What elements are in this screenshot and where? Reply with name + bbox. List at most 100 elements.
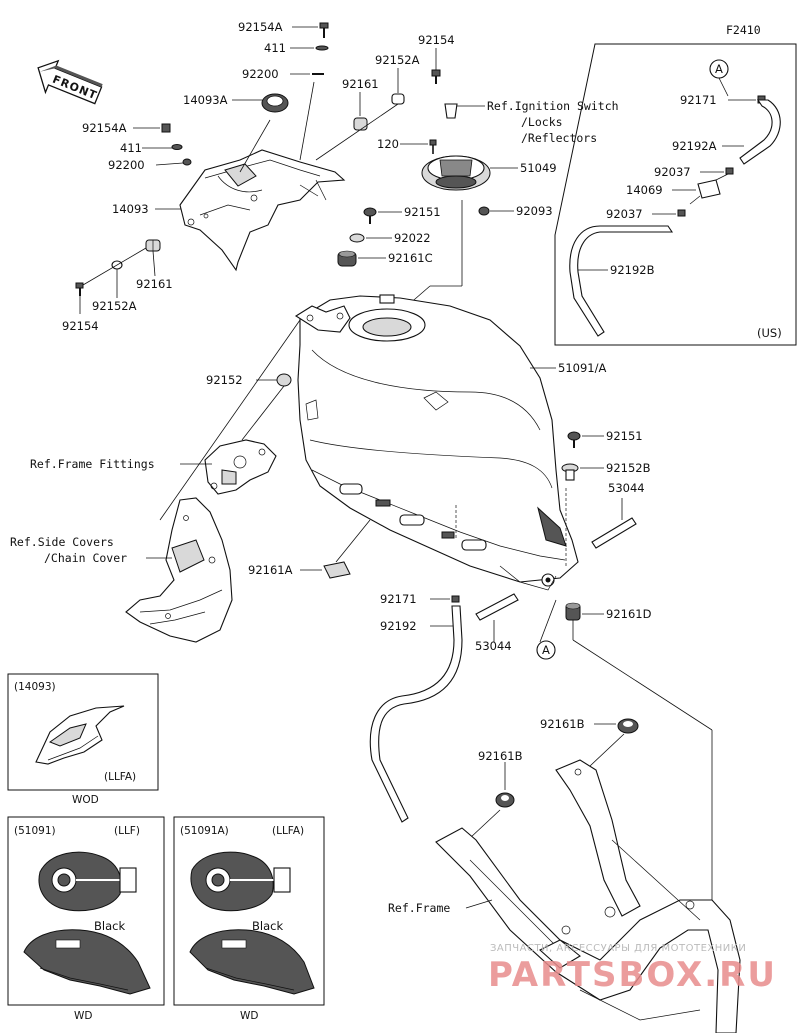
damper-92161C	[337, 250, 357, 267]
pipe-53044-mid	[475, 593, 519, 621]
ref-locks: /Locks	[521, 115, 563, 129]
ref-chain-cover: /Chain Cover	[44, 551, 127, 565]
callout-92161A: 92161A	[248, 563, 293, 577]
bolt-92154A-top	[319, 22, 329, 38]
washer-411-top	[315, 45, 329, 51]
inset-14093-wod: (14093) (LLFA)	[7, 673, 159, 791]
cap-14093A	[261, 93, 289, 113]
cover-14093	[179, 149, 346, 272]
clamp-92037-a	[725, 167, 734, 175]
callout-92192B: 92192B	[610, 263, 655, 277]
front-arrow-icon: FRONT	[37, 59, 103, 105]
hose-92192	[369, 605, 463, 823]
side-cover-chain-cover	[125, 497, 233, 643]
watermark-brand: PARTSBOX.RU	[488, 955, 777, 995]
callout-92152: 92152	[206, 373, 243, 387]
pad-92161A	[323, 561, 351, 579]
callout-92161C: 92161C	[388, 251, 433, 265]
watermark-tagline: ЗАПЧАСТИ, АКСЕССУАРЫ ДЛЯ МОТОТЕХНИКИ	[490, 943, 746, 954]
marker-a-mid: A	[536, 640, 556, 660]
inset-51091-color: Black	[94, 919, 125, 933]
frame	[435, 759, 741, 1033]
callout-92152A-top: 92152A	[375, 53, 420, 67]
bolt-92151-right	[567, 431, 581, 448]
inset-51091-wd: (51091) (LLF) Black	[7, 816, 165, 1006]
callout-14069: 14069	[626, 183, 663, 197]
damper-92161B-right	[617, 718, 639, 734]
callout-92154-left: 92154	[62, 319, 99, 333]
clamp-92171-mid	[451, 595, 460, 603]
damper-92161D	[565, 602, 581, 621]
fuel-tank-51091	[294, 294, 579, 591]
hose-92192B	[569, 225, 674, 337]
callout-51091A: 51091/A	[558, 361, 606, 375]
pipe-53044-right	[591, 517, 637, 549]
washer-411-left	[171, 144, 183, 150]
callout-92200-top: 92200	[242, 67, 279, 81]
ref-reflectors: /Reflectors	[521, 131, 597, 145]
callout-92154A-top: 92154A	[238, 20, 283, 34]
bolt-92151-top	[363, 207, 377, 224]
bolt-92154-left	[75, 282, 84, 314]
svg-text:A: A	[715, 62, 723, 76]
callout-92152B: 92152B	[606, 461, 651, 475]
ref-frame-fittings: Ref.Frame Fittings	[30, 457, 155, 471]
bolt-92154A-left	[161, 123, 171, 133]
callout-51049: 51049	[520, 161, 557, 175]
callout-92154-top: 92154	[418, 33, 455, 47]
callout-92154A-left: 92154A	[82, 121, 127, 135]
damper-92161-left	[145, 239, 161, 252]
callout-92200-left: 92200	[108, 158, 145, 172]
damper-92161-top	[353, 117, 368, 131]
ref-side-covers: Ref.Side Covers	[10, 535, 114, 549]
callout-92171-us: 92171	[680, 93, 717, 107]
callout-411-left: 411	[120, 141, 142, 155]
inset-14093-part: (14093)	[14, 681, 56, 693]
callout-92161B-right: 92161B	[540, 717, 585, 731]
callout-92161-top: 92161	[342, 77, 379, 91]
collar-92152A-top	[391, 93, 405, 105]
inset-14093-variant: (LLFA)	[104, 771, 136, 783]
callout-92152A-left: 92152A	[92, 299, 137, 313]
inset-51091A-color: Black	[252, 919, 283, 933]
bolt-92154-top	[431, 69, 441, 84]
marker-a-us: A	[709, 59, 729, 79]
damper-92161B-mid	[495, 792, 515, 808]
inset-51091A-wd: (51091A) (LLFA) Black	[173, 816, 325, 1006]
us-hose-box	[554, 43, 797, 346]
drain-92093	[478, 206, 490, 216]
callout-92161B-mid: 92161B	[478, 749, 523, 763]
inset-51091A-part: (51091A)	[180, 825, 229, 837]
us-label: (US)	[757, 326, 782, 340]
callout-92171-mid: 92171	[380, 592, 417, 606]
ref-frame: Ref.Frame	[388, 901, 450, 915]
callout-92192-mid: 92192	[380, 619, 417, 633]
collar-92152	[276, 373, 292, 387]
callout-92151-top: 92151	[404, 205, 441, 219]
inset-14093-caption: WOD	[72, 794, 99, 806]
callout-92093: 92093	[516, 204, 553, 218]
callout-53044-mid: 53044	[475, 639, 512, 653]
collar-92152B	[561, 463, 579, 481]
callout-92037-b: 92037	[606, 207, 643, 221]
callout-92037-a: 92037	[654, 165, 691, 179]
inset-51091A-variant: (LLFA)	[272, 825, 304, 837]
svg-text:A: A	[542, 643, 550, 657]
clamp-92037-b	[677, 209, 686, 217]
callout-92161-left: 92161	[136, 277, 173, 291]
callout-14093A: 14093A	[183, 93, 228, 107]
ref-ignition-switch: Ref.Ignition Switch	[487, 99, 619, 113]
callout-92161D: 92161D	[606, 607, 652, 621]
frame-fittings-bracket	[204, 439, 277, 495]
inset-51091-part: (51091)	[14, 825, 56, 837]
collar-ignition-ref	[444, 103, 458, 119]
filter-14069	[689, 173, 729, 205]
hose-92192A	[739, 99, 781, 165]
fuel-cap-51049	[421, 155, 491, 191]
washer-92022	[349, 233, 365, 243]
callout-92022: 92022	[394, 231, 431, 245]
diagram-code: F2410	[726, 23, 761, 37]
screw-120	[429, 139, 437, 154]
callout-92151-right: 92151	[606, 429, 643, 443]
callout-14093: 14093	[112, 202, 149, 216]
